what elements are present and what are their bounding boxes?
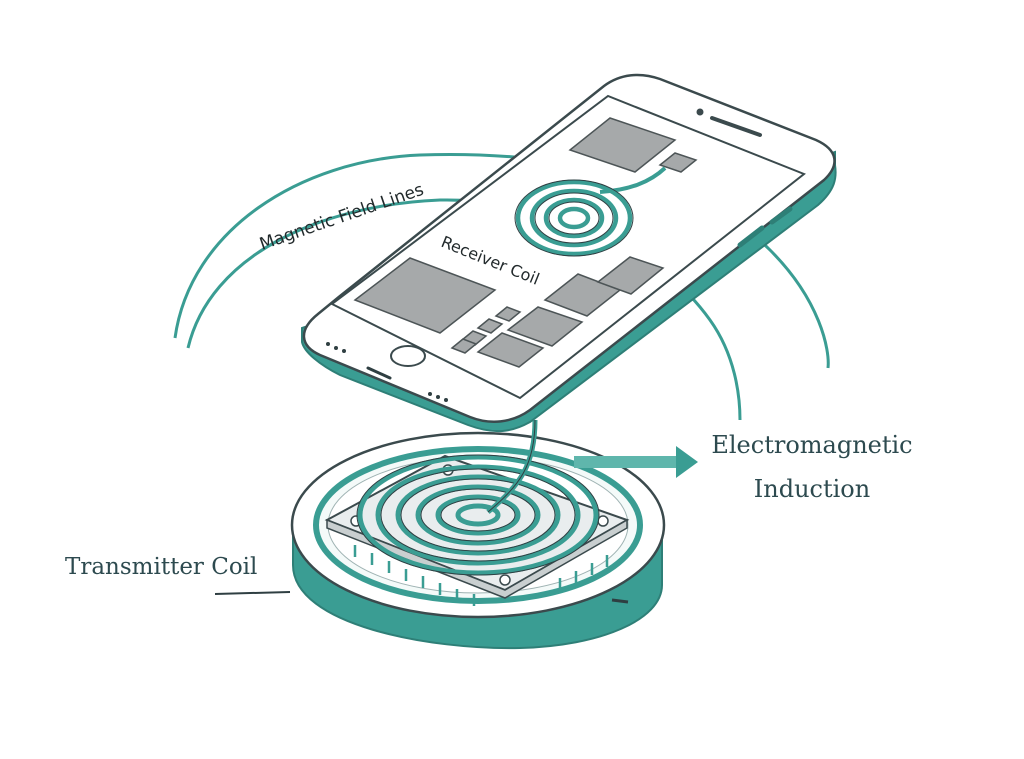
chip-mid-3 [476,332,545,368]
label-induction: Induction [754,475,870,503]
chip-small-1 [494,306,522,322]
phone-chips [353,117,698,368]
label-electromagnetic: Electromagnetic [711,431,912,459]
transmitter-coil-spiral [357,454,599,576]
chip-small-4 [450,338,478,354]
phone-charging-port [366,366,392,380]
phone-home-button[interactable] [390,345,426,367]
chip-right [596,256,665,295]
transmitter-coil-outline [356,454,600,576]
charging-pad [290,419,666,650]
chip-top [568,117,677,173]
chip-mid-2 [506,306,584,347]
arrow-right-icon [574,446,698,478]
chip-top-small [658,152,698,173]
transmitter-board-edge [326,518,628,599]
transmitter-leader-line [214,591,291,595]
smartphone [301,73,837,433]
receiver-coil-spiral [515,179,633,257]
label-transmitter-coil: Transmitter Coil [65,554,257,580]
pad-side-mark [611,598,629,604]
chip-large [353,257,497,334]
phone-volume-button[interactable] [737,225,765,248]
board-pins [353,545,609,606]
phone-speaker-grille [326,342,448,402]
phone-power-button[interactable] [769,206,793,225]
chip-small-2 [476,318,504,334]
phone-speaker [710,116,762,137]
phone-front-camera [696,108,704,116]
receiver-coil-outline [514,179,634,257]
